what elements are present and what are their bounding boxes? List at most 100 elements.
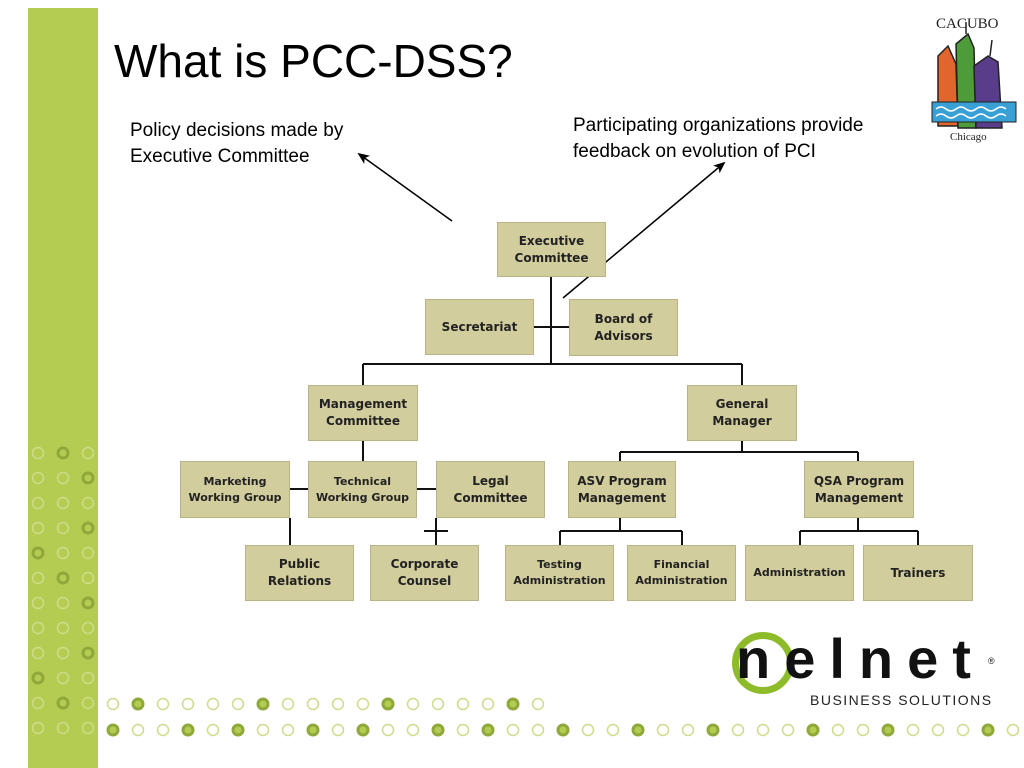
pattern-dot <box>56 596 70 610</box>
pattern-dot <box>431 723 445 737</box>
pattern-dot <box>306 697 320 711</box>
pattern-dot <box>81 446 95 460</box>
pattern-dot <box>656 723 670 737</box>
pattern-dot <box>481 697 495 711</box>
pattern-dot <box>56 546 70 560</box>
pattern-dot <box>806 723 820 737</box>
pattern-dot <box>331 723 345 737</box>
technical-line-2: Working Group <box>315 490 410 504</box>
legal-committee-box: Legal Committee <box>436 461 545 518</box>
pattern-dot <box>1006 723 1020 737</box>
pattern-dot <box>406 723 420 737</box>
pattern-dot <box>406 697 420 711</box>
pattern-dot <box>681 723 695 737</box>
public-relations-line-1: Public <box>278 557 321 571</box>
slide-title: What is PCC-DSS? <box>114 35 513 87</box>
pattern-dot <box>31 696 45 710</box>
pattern-dot <box>81 646 95 660</box>
asv-line-1: ASV Program <box>577 473 667 488</box>
pattern-dot <box>56 696 70 710</box>
pattern-dot <box>81 621 95 635</box>
pattern-dot <box>206 723 220 737</box>
arrow-to-policy-note <box>357 152 453 222</box>
pattern-dot <box>356 697 370 711</box>
technical-line-1: Technical <box>333 474 392 488</box>
pattern-dot <box>956 723 970 737</box>
pattern-dot <box>81 471 95 485</box>
financial-administration-box: Financial Administration <box>627 545 736 601</box>
pattern-dot <box>431 697 445 711</box>
pattern-dot <box>131 723 145 737</box>
administration-line-1: Administration <box>753 566 846 579</box>
management-line-1: Management <box>318 397 408 411</box>
pattern-dot <box>31 471 45 485</box>
qsa-line-2: Management <box>814 490 904 505</box>
marketing-line-2: Working Group <box>188 490 282 504</box>
pattern-dot <box>106 697 120 711</box>
pattern-dot <box>31 571 45 585</box>
pattern-dot <box>256 723 270 737</box>
marketing-working-group-box: Marketing Working Group <box>180 461 290 518</box>
pattern-dot <box>306 723 320 737</box>
left-accent-bar <box>28 8 98 768</box>
management-line-2: Committee <box>326 414 400 428</box>
corporate-counsel-line-1: Corporate <box>390 557 459 571</box>
pattern-dot <box>381 697 395 711</box>
policy-note-line-1: Policy decisions made by <box>130 120 344 141</box>
testing-line-2: Administration <box>513 574 606 587</box>
nelnet-ring-icon <box>732 632 794 694</box>
pattern-dot <box>81 721 95 735</box>
executive-committee-box: Executive Committee <box>497 222 606 277</box>
administration-box: Administration <box>745 545 854 601</box>
executive-line-1: Executive <box>518 233 585 248</box>
pattern-dot <box>581 723 595 737</box>
cacubo-wordmark: CACUBO <box>936 16 999 32</box>
board-of-advisors-box: Board of Advisors <box>569 299 678 356</box>
pattern-dot <box>931 723 945 737</box>
qsa-line-1: QSA Program <box>813 473 905 488</box>
pattern-dot <box>606 723 620 737</box>
pattern-dot <box>981 723 995 737</box>
pattern-dot <box>31 671 45 685</box>
nelnet-wordmark: nelnet <box>736 627 985 690</box>
pattern-dot <box>631 723 645 737</box>
pattern-dot <box>81 671 95 685</box>
pattern-dot <box>531 697 545 711</box>
board-line-1: Board of <box>594 311 653 326</box>
pattern-dot <box>31 446 45 460</box>
pattern-dot <box>856 723 870 737</box>
cacubo-city: Chicago <box>950 131 987 143</box>
pattern-dot <box>831 723 845 737</box>
pattern-dot <box>231 723 245 737</box>
pattern-dot <box>56 571 70 585</box>
trainers-line-1: Trainers <box>890 565 946 580</box>
pattern-dot <box>31 621 45 635</box>
pattern-dot <box>231 697 245 711</box>
nelnet-logo: nelnet ® BUSINESS SOLUTIONS <box>732 626 1002 716</box>
nelnet-tagline: BUSINESS SOLUTIONS <box>810 692 993 708</box>
policy-note: Policy decisions made by Executive Commi… <box>130 118 343 170</box>
pattern-dot <box>81 596 95 610</box>
pattern-dot <box>31 546 45 560</box>
pattern-dot <box>881 723 895 737</box>
public-relations-box: Public Relations <box>245 545 354 601</box>
public-relations-line-2: Relations <box>267 574 332 588</box>
executive-line-2: Committee <box>514 250 589 265</box>
financial-line-1: Financial <box>653 558 710 571</box>
general-manager-box: General Manager <box>687 385 797 441</box>
policy-note-line-2: Executive Committee <box>130 146 310 167</box>
pattern-dot <box>56 496 70 510</box>
pattern-dot <box>31 521 45 535</box>
management-committee-box: Management Committee <box>308 385 418 441</box>
qsa-program-management-box: QSA Program Management <box>804 461 914 518</box>
pattern-dot <box>256 697 270 711</box>
pattern-dot <box>731 723 745 737</box>
pattern-dot <box>506 697 520 711</box>
corporate-counsel-box: Corporate Counsel <box>370 545 479 601</box>
pattern-dot <box>81 571 95 585</box>
financial-line-2: Administration <box>635 574 728 587</box>
legal-line-2: Committee <box>453 490 528 505</box>
pattern-dot <box>81 521 95 535</box>
